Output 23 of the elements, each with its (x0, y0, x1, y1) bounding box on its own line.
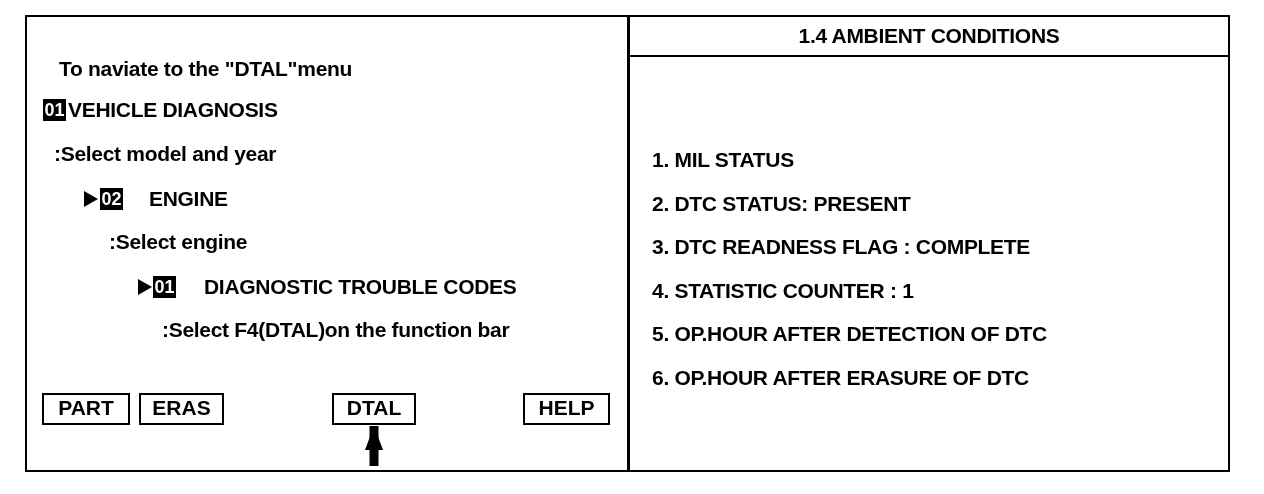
panel-heading: 1.4 AMBIENT CONDITIONS (630, 17, 1228, 57)
menu-text: ENGINE (149, 187, 228, 211)
instruction-text: :Select model and year (54, 142, 277, 166)
menu-number-badge: 01 (43, 99, 66, 121)
menu-text: 5. OP.HOUR AFTER DETECTION OF DTC (652, 322, 1047, 346)
instruction-text: :Select F4(DTAL)on the function bar (162, 318, 510, 342)
function-key: PART (42, 393, 130, 425)
menu-number-badge: 02 (100, 188, 123, 210)
menu-text: 1. MIL STATUS (652, 148, 794, 172)
menu-text: DIAGNOSTIC TROUBLE CODES (204, 275, 517, 299)
function-key: HELP (523, 393, 610, 425)
instruction-text: :Select engine (109, 230, 248, 254)
menu-text: 4. STATISTIC COUNTER : 1 (652, 279, 914, 303)
menu-text: 2. DTC STATUS: PRESENT (652, 192, 911, 216)
info-panel (628, 15, 1230, 472)
menu-text: 6. OP.HOUR AFTER ERASURE OF DTC (652, 366, 1029, 390)
menu-text: 3. DTC READNESS FLAG : COMPLETE (652, 235, 1031, 259)
function-key: ERAS (139, 393, 224, 425)
menu-text: To naviate to the "DTAL"menu (59, 57, 353, 81)
function-key: DTAL (332, 393, 416, 425)
arrow (365, 426, 383, 466)
screen-panel (25, 15, 629, 472)
menu-text: VEHICLE DIAGNOSIS (68, 98, 278, 122)
